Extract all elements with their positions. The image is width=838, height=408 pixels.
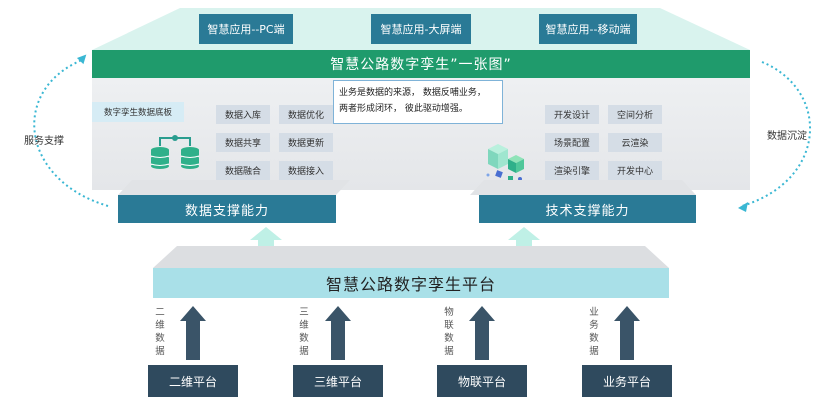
- service-support-label: 服务支撑: [24, 136, 64, 147]
- source-iot-platform: 物联平台: [437, 365, 527, 397]
- twin-platform-bar: 智慧公路数字孪生平台: [153, 268, 669, 298]
- flow-3d-data: 三维数据: [299, 307, 309, 357]
- chip-dev-center: 开发中心: [608, 161, 662, 180]
- isometric-cubes-icon: [486, 144, 524, 181]
- loop-note-line-1: 业务是数据的来源， 数据反哺业务，: [339, 88, 486, 98]
- chip-data-share: 数据共享: [216, 133, 270, 152]
- data-support-title: 数据支撑能力: [118, 195, 336, 223]
- chip-data-fusion: 数据融合: [216, 161, 270, 180]
- chip-scene-config: 场景配置: [545, 133, 599, 152]
- chip-render-engine: 渲染引擎: [545, 161, 599, 180]
- pc-app-box: 智慧应用--PC端: [199, 14, 293, 44]
- chip-data-update: 数据更新: [279, 133, 333, 152]
- loop-note-line-2: 两者形成闭环， 彼此驱动增强。: [339, 104, 468, 114]
- chip-cloud-render: 云渲染: [608, 133, 662, 152]
- chip-data-ingest: 数据入库: [216, 105, 270, 124]
- bigscreen-app-box: 智慧应用-大屏端: [371, 14, 471, 44]
- source-biz-platform: 业务平台: [582, 365, 672, 397]
- flow-biz-data: 业务数据: [589, 307, 599, 357]
- chip-data-optimize: 数据优化: [279, 105, 333, 124]
- loop-note: 业务是数据的来源， 数据反哺业务， 两者形成闭环， 彼此驱动增强。: [333, 80, 503, 124]
- twin-data-base-label: 数字孪生数据底板: [92, 102, 184, 122]
- mobile-app-box: 智慧应用--移动端: [539, 14, 637, 44]
- database-sync-icon: [150, 135, 200, 169]
- chip-spatial-analysis: 空间分析: [608, 105, 662, 124]
- data-settle-label: 数据沉淀: [767, 131, 807, 142]
- chip-data-access: 数据接入: [279, 161, 333, 180]
- flow-iot-data: 物联数据: [444, 307, 454, 357]
- one-map-bar: 智慧公路数字孪生”一张图”: [92, 50, 750, 78]
- tech-support-title: 技术支撑能力: [479, 195, 696, 223]
- chip-dev-design: 开发设计: [545, 105, 599, 124]
- flow-2d-data: 二维数据: [155, 307, 165, 357]
- source-2d-platform: 二维平台: [148, 365, 238, 397]
- source-3d-platform: 三维平台: [293, 365, 383, 397]
